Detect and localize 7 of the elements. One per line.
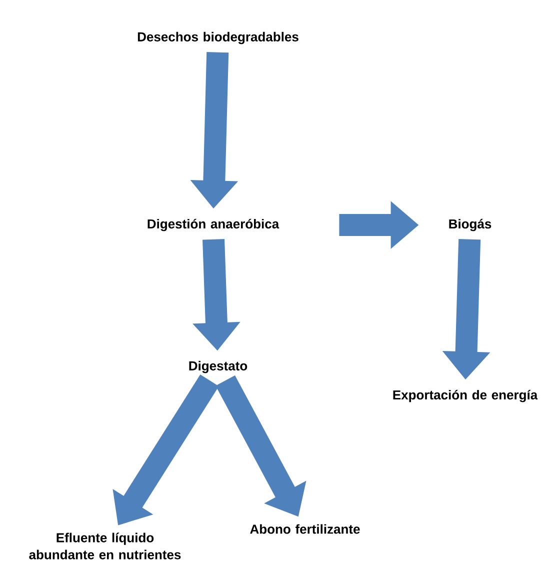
node-label: Efluente líquido abundante en nutrientes <box>29 532 181 560</box>
node-label: Abono fertilizante <box>250 524 360 534</box>
node-label: Digestato <box>189 360 248 374</box>
node-label: Exportación de energía <box>393 390 538 402</box>
node-label: Biogás <box>449 218 492 232</box>
node-label: Desechos biodegradables <box>138 32 298 44</box>
node-label: Digestión anaeróbica <box>148 218 280 232</box>
